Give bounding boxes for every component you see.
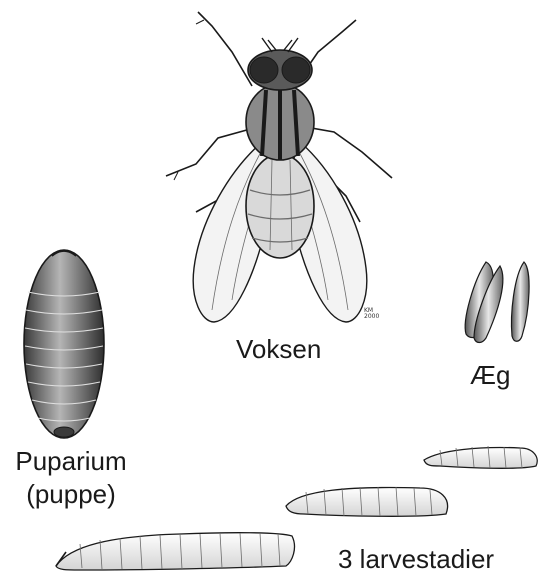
larva-instar-3 [56, 533, 294, 570]
fly-thorax [246, 84, 314, 160]
eggs-illustration [465, 262, 529, 343]
adult-fly-illustration [166, 12, 392, 322]
larva-instar-1 [424, 446, 537, 468]
fly-abdomen [246, 154, 314, 258]
label-puparium: Puparium [8, 446, 134, 476]
label-eggs: Æg [470, 360, 510, 390]
label-larval-stages: 3 larvestadier [338, 544, 494, 573]
larva-instar-2 [286, 487, 448, 516]
label-adult: Voksen [236, 334, 321, 364]
label-pupa-note: (puppe) [8, 479, 134, 509]
fly-head [248, 38, 312, 90]
puparium-illustration [24, 250, 104, 438]
